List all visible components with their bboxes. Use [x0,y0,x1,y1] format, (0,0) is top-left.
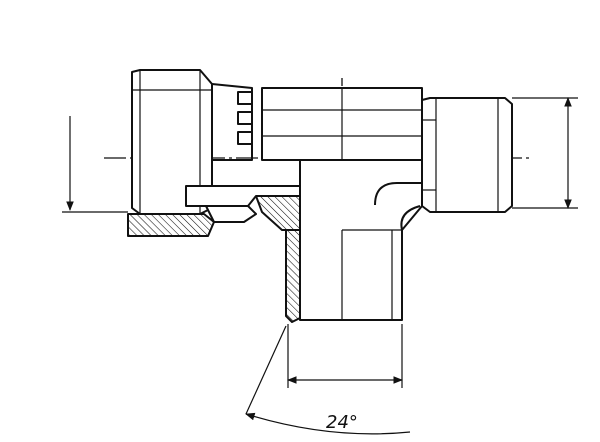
right-thread-end [421,97,513,213]
angle-label: 24° [326,412,358,433]
tee-body [261,87,423,161]
left-dimension [62,116,128,213]
angle-dimension: 24° [245,325,411,435]
swivel-nut [131,69,213,215]
bottom-dimension [287,324,403,388]
nut-hex-detail [211,83,253,161]
sealing-cone-section [127,185,301,323]
internal-bore [374,182,422,206]
right-dimension [512,97,578,209]
